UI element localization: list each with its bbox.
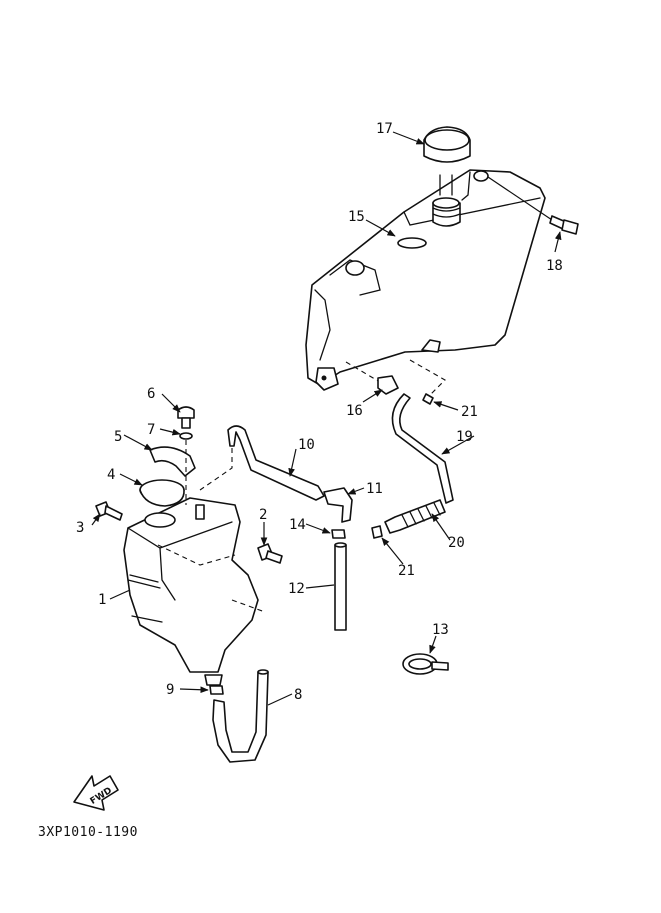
callout-3: 3	[76, 520, 84, 536]
hose-12	[334, 542, 347, 631]
callout-1: 1	[98, 592, 106, 608]
clip-16	[377, 375, 399, 395]
breather-hose-10	[195, 425, 325, 520]
callout-labels: 17 15 18 16 21 19 20 21 6 7 5 4 3 2 1 10…	[76, 121, 563, 703]
bolt-6	[177, 406, 195, 429]
callout-21-upper: 21	[461, 404, 478, 420]
callout-12: 12	[288, 581, 305, 597]
fuel-hose-19	[391, 393, 454, 504]
clip-9	[209, 685, 224, 695]
bolt-18	[549, 215, 579, 235]
washer-7	[179, 432, 193, 440]
callout-21-lower: 21	[398, 563, 415, 579]
callout-16: 16	[346, 403, 363, 419]
hose-8	[212, 669, 269, 763]
callout-7: 7	[147, 422, 155, 438]
bracket-5	[149, 446, 196, 477]
tank-cap-4	[139, 479, 185, 507]
leader-lines	[91, 131, 562, 706]
callout-20: 20	[448, 535, 465, 551]
callout-4: 4	[107, 467, 115, 483]
callout-6: 6	[147, 386, 155, 402]
callout-13: 13	[432, 622, 449, 638]
callout-14: 14	[289, 517, 306, 533]
lower-oil-tank	[123, 497, 266, 686]
clamp-13	[402, 653, 449, 675]
callout-17: 17	[376, 121, 393, 137]
callout-11: 11	[366, 481, 383, 497]
diagram-code: 3XP1010-1190	[38, 825, 138, 840]
callout-18: 18	[546, 258, 563, 274]
joint-11	[323, 487, 353, 523]
forward-arrow-icon: FWD	[73, 775, 119, 811]
upper-fuel-tank	[305, 169, 556, 396]
callout-5: 5	[114, 429, 122, 445]
bolt-2	[257, 543, 283, 564]
strainer-20	[384, 499, 446, 534]
bolt-3	[95, 501, 123, 521]
callout-9: 9	[166, 682, 174, 698]
callout-10: 10	[298, 437, 315, 453]
callout-19: 19	[456, 429, 473, 445]
clip-21-lower	[371, 525, 383, 539]
callout-15: 15	[348, 209, 365, 225]
clip-14	[331, 529, 346, 539]
filler-cap-assembly	[423, 126, 471, 227]
callout-2: 2	[259, 507, 267, 523]
callout-8: 8	[294, 687, 302, 703]
